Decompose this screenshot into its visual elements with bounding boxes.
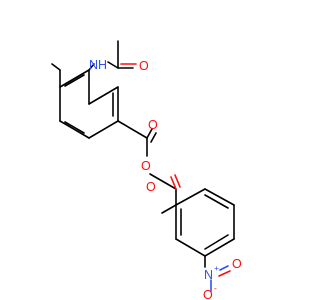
ketone-oxygen-label: O	[146, 180, 156, 194]
molecule-structure-drawing: NH O O O O N + O	[51, 40, 242, 300]
methyl-stub	[51, 63, 61, 71]
nitro-oxygen-label: O	[232, 257, 242, 271]
acetamido-group: NH O	[88, 40, 149, 73]
nitro-group: N + O O -	[203, 255, 242, 300]
nitro-nitrogen-charge: +	[214, 263, 219, 273]
nh-label: NH	[89, 58, 107, 72]
ester-oxygen-label: O	[141, 159, 151, 173]
ketone-group: O	[146, 174, 181, 214]
nitro-nitrogen-label: N	[204, 268, 213, 282]
nitro-oxide-oxygen-label: O	[203, 288, 213, 300]
benzoate-ring	[59, 69, 119, 139]
amide-oxygen-label: O	[139, 59, 149, 73]
nitrophenyl-ring	[175, 188, 235, 257]
ester-carbonyl-oxygen-label: O	[148, 118, 158, 132]
ester-group: O O	[117, 118, 177, 190]
nitro-oxide-charge: -	[214, 283, 217, 293]
